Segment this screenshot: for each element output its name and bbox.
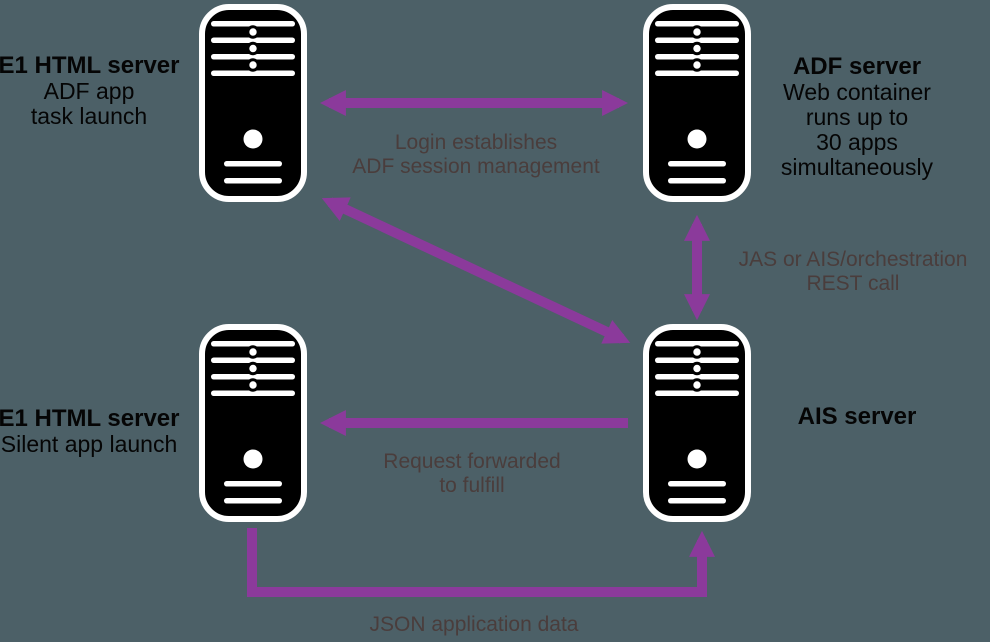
caption-line: JAS or AIS/orchestration (738, 248, 968, 271)
arrow-json-data (247, 528, 715, 597)
caption-line: to fulfill (439, 474, 505, 497)
node-title: E1 HTML server (0, 405, 180, 432)
caption-line: ADF session management (352, 155, 600, 178)
node-subtitle-line: runs up to (805, 104, 909, 130)
caption-line: Request forwarded (383, 450, 561, 473)
node-title: ADF server (792, 53, 922, 80)
caption-request-forwarded: Request forwarded to fulfill (312, 450, 632, 498)
node-label-ais-server: AIS server (766, 404, 948, 430)
node-label-adf-server: ADF server Web container runs up to 30 a… (766, 54, 948, 180)
caption-line: REST call (806, 272, 900, 295)
node-subtitle-line: Web container (783, 79, 931, 105)
server-icon-e1-adf (197, 2, 309, 204)
node-title: E1 HTML server (0, 52, 180, 79)
node-label-e1-html-silent: E1 HTML server Silent app launch (0, 406, 180, 457)
node-label-e1-html-adf: E1 HTML server ADF app task launch (0, 53, 180, 129)
arrow-task-launch-diagonal (321, 197, 631, 344)
node-subtitle-line: ADF app (43, 78, 135, 104)
node-subtitle-line: 30 apps (816, 129, 898, 155)
server-icon-e1-silent (197, 322, 309, 524)
caption-jas-rest-call: JAS or AIS/orchestration REST call (693, 248, 990, 296)
caption-line: Login establishes (394, 131, 558, 154)
node-title: AIS server (797, 403, 917, 430)
server-icon-adf (641, 2, 753, 204)
caption-json-application-data: JSON application data (314, 613, 634, 637)
caption-line: JSON application data (369, 613, 579, 636)
caption-login-session: Login establishes ADF session management (316, 131, 636, 179)
server-icon-ais (641, 322, 753, 524)
node-subtitle-line: simultaneously (780, 154, 934, 180)
node-subtitle-line: task launch (30, 103, 148, 129)
node-subtitle-line: Silent app launch (0, 431, 178, 457)
